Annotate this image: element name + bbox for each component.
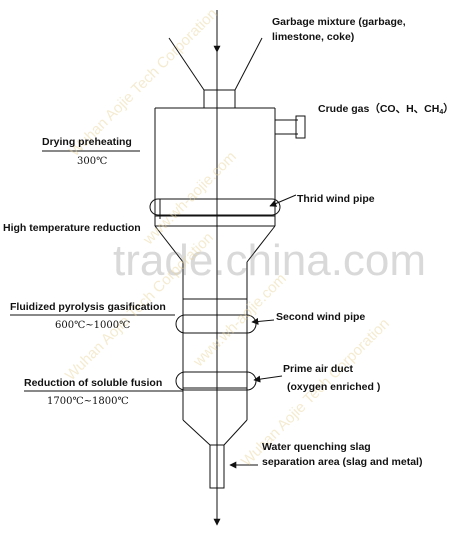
hopper-left-wall	[168, 37, 205, 91]
quench-label-line1: Water quenching slag	[262, 441, 371, 453]
drying-label: Drying preheating	[42, 136, 132, 148]
fluidized-label: Fluidized pyrolysis gasification	[10, 301, 166, 313]
second-wind-label: Second wind pipe	[276, 311, 366, 323]
inlet-label-line2: limestone, coke)	[272, 31, 355, 43]
hopper-right-wall	[234, 37, 263, 91]
crude-gas-text: Crude gas（CO、H、CH	[318, 103, 440, 115]
third-wind-leader	[269, 194, 297, 207]
cone-right	[223, 419, 248, 446]
inlet-label-line1: Garbage mixture (garbage,	[272, 16, 406, 28]
third-wind-label: Thrid wind pipe	[297, 193, 375, 205]
crude-gas-label: Crude gas（CO、H、CH4）	[318, 103, 454, 119]
drying-temp: 300℃	[77, 156, 108, 167]
prime-air-label-line2: (oxygen enriched )	[287, 381, 381, 393]
feed-neck	[203, 89, 236, 109]
second-wind-leader	[251, 317, 275, 325]
reduction-label: Reduction of soluble fusion	[24, 377, 163, 389]
prime-air-label-line1: Prime air duct	[283, 363, 354, 375]
crude-gas-close: ）	[443, 103, 454, 115]
quench-label-line2: separation area (slag and metal)	[262, 456, 423, 468]
cone-left	[182, 419, 211, 446]
high-temp-label: High temperature reduction	[3, 222, 141, 234]
taper-left	[154, 225, 184, 263]
crude-gas-subscript: 4	[439, 109, 444, 116]
second-wind-ring	[175, 314, 257, 334]
prime-air-ring	[175, 371, 257, 391]
prime-air-leader	[253, 375, 283, 383]
fluidized-temp: 600℃~1000℃	[55, 320, 131, 331]
gas-outlet-flange	[295, 115, 306, 139]
taper-right	[246, 225, 276, 263]
third-wind-ring	[149, 198, 281, 216]
reduction-temp: 1700℃~1800℃	[47, 396, 129, 407]
